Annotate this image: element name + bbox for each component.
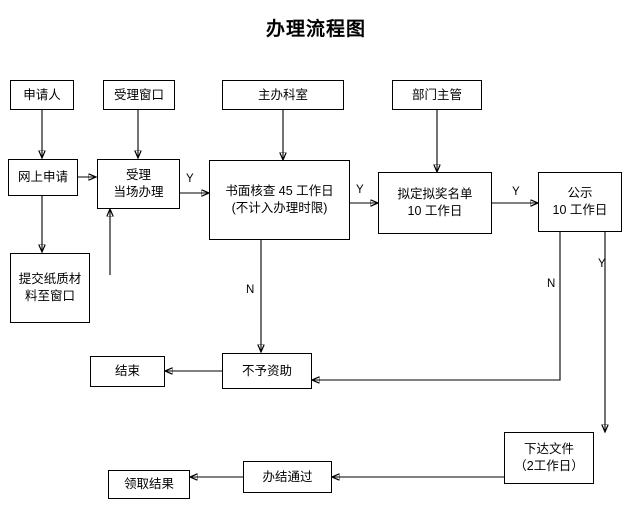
node-dept[interactable]: 主办科室 xyxy=(222,80,344,110)
node-issue[interactable]: 下达文件 （2工作日） xyxy=(504,432,594,484)
node-online[interactable]: 网上申请 xyxy=(8,159,78,196)
node-paper[interactable]: 提交纸质材 料至窗口 xyxy=(10,253,90,323)
node-end[interactable]: 结束 xyxy=(90,356,165,387)
node-review[interactable]: 书面核查 45 工作日 (不计入办理时限) xyxy=(209,160,350,240)
node-shortlist[interactable]: 拟定拟奖名单 10 工作日 xyxy=(378,172,492,234)
node-applicant[interactable]: 申请人 xyxy=(10,80,74,110)
node-reject[interactable]: 不予资助 xyxy=(222,353,312,389)
edge-label-public-issue: Y xyxy=(598,258,606,270)
edge-label-public-reject: N xyxy=(547,278,556,290)
node-supervisor[interactable]: 部门主管 xyxy=(392,80,482,110)
edge-label-short-public: Y xyxy=(512,186,520,198)
node-collect[interactable]: 领取结果 xyxy=(108,470,190,499)
node-publicity[interactable]: 公示 10 工作日 xyxy=(538,172,622,232)
edge-label-review-short: Y xyxy=(356,184,364,196)
edge-label-review-reject: N xyxy=(246,284,255,296)
node-complete[interactable]: 办结通过 xyxy=(243,461,332,493)
node-accept[interactable]: 受理 当场办理 xyxy=(97,159,180,209)
page-title: 办理流程图 xyxy=(265,19,366,40)
node-window[interactable]: 受理窗口 xyxy=(103,80,175,110)
edge-label-accept-review: Y xyxy=(186,173,194,185)
